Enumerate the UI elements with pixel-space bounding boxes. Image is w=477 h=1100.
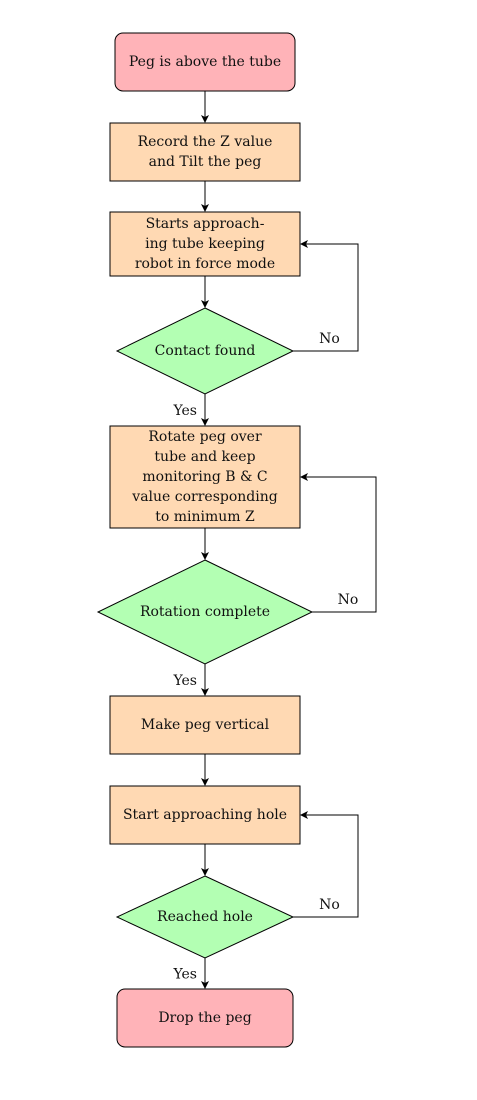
edge-label-yes: Yes [173,967,198,983]
loop-arrow [300,473,377,613]
node-label-line: Record the Z value [138,134,273,150]
process-box [109,122,301,182]
terminal-box [114,32,296,92]
node-approach-hole: Start approaching hole [109,785,301,845]
node-peg-above-tube: Peg is above the tube [114,32,296,92]
node-drop-peg: Drop the peg [116,988,294,1048]
node-label-line: Rotate peg over [148,429,262,445]
edge-label-yes: Yes [173,673,198,689]
node-label-line: Drop the peg [158,1010,251,1026]
decision-diamond [115,307,295,395]
process-box [109,695,301,755]
decision-diamond [96,559,314,665]
process-box [109,211,301,277]
loop-arrow [293,811,359,918]
node-rotate-peg: Rotate peg over tube and keep monitoring B… [109,425,301,529]
node-rotation-complete: Rotation complete [96,559,314,665]
node-label-line: Starts approach- [146,216,265,232]
edge-label-yes: Yes [173,403,198,419]
edge-label-no: No [319,331,340,347]
loop-arrow [293,240,359,352]
edge-rotation-complete-to-rotate-peg: No [300,473,377,613]
node-reached-hole: Reached hole [115,875,295,959]
edge-label-no: No [338,592,359,608]
node-label-line: Rotation complete [140,604,270,620]
edge-label-no: No [319,897,340,913]
node-label-line: monitoring B & C [142,469,267,485]
node-label-line: value corresponding [131,489,277,505]
edge-contact-found-to-rotate-peg: Yes [173,394,209,426]
node-label-line: Peg is above the tube [129,54,281,70]
process-box [109,785,301,845]
node-label-line: Start approaching hole [123,807,287,823]
decision-diamond [115,875,295,959]
edge-rotation-complete-to-peg-vertical: Yes [173,664,209,696]
node-record-z: Record the Z value and Tilt the peg [109,122,301,182]
terminal-box [116,988,294,1048]
node-label-line: robot in force mode [135,256,275,272]
node-label-line: to minimum Z [155,509,255,525]
node-label-line: Contact found [155,343,256,359]
edge-contact-found-to-approach-tube: No [293,240,359,352]
node-contact-found: Contact found [115,307,295,395]
node-label-line: tube and keep [154,449,255,465]
process-box [109,425,301,529]
node-peg-vertical: Make peg vertical [109,695,301,755]
node-label-line: Reached hole [157,909,253,925]
edge-reached-hole-to-approach-hole: No [293,811,359,918]
node-label-line: and Tilt the peg [149,154,262,170]
node-approach-tube: Starts approach-ing tube keeping robot in… [109,211,301,277]
node-label-line: ing tube keeping [145,236,265,252]
edge-reached-hole-to-drop-peg: Yes [173,958,209,989]
node-label-line: Make peg vertical [141,717,270,733]
